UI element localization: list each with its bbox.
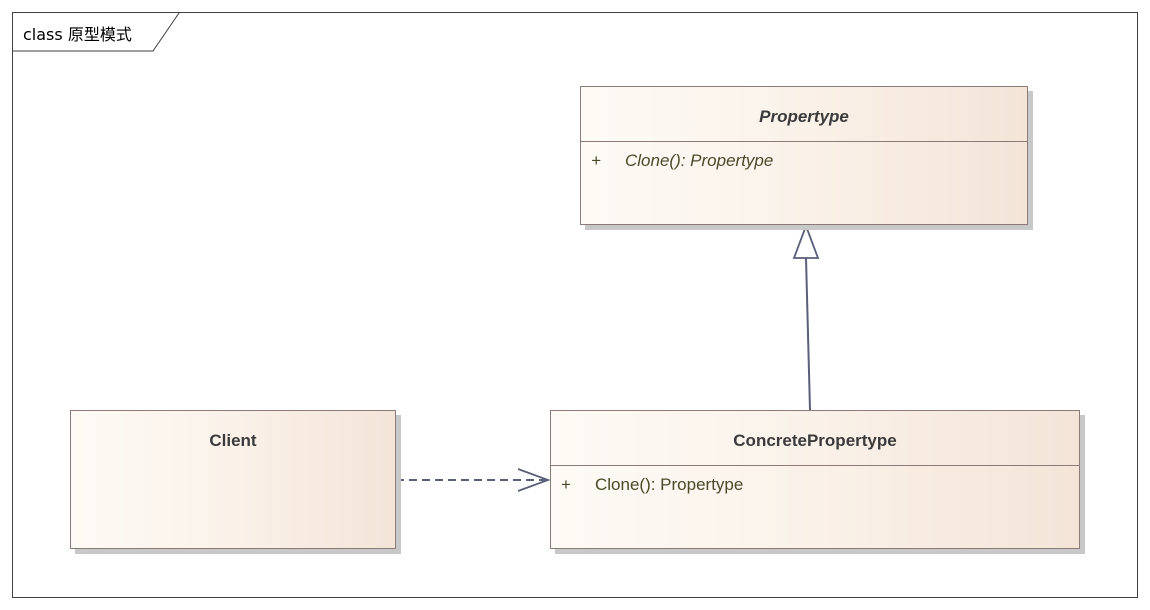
class-propertype[interactable]: Propertype + Clone(): Propertype xyxy=(580,86,1028,225)
operation-visibility: + xyxy=(591,151,601,170)
class-concrete-propertype[interactable]: ConcretePropertype + Clone(): Propertype xyxy=(550,410,1080,549)
generalization-line xyxy=(805,257,811,411)
frame-title: class 原型模式 xyxy=(23,21,132,45)
class-name: Propertype xyxy=(759,107,849,126)
class-name: Client xyxy=(209,431,257,450)
diagram-frame: class 原型模式 xyxy=(12,12,1138,598)
generalization-arrowhead xyxy=(792,223,820,259)
class-divider xyxy=(581,141,1027,142)
class-client[interactable]: Client xyxy=(70,410,396,549)
frame-keyword: class xyxy=(23,25,63,44)
class-divider xyxy=(551,465,1079,466)
frame-name: 原型模式 xyxy=(67,25,132,44)
class-name: ConcretePropertype xyxy=(733,431,897,450)
dependency-arrowhead xyxy=(517,468,551,492)
operation-signature: Clone(): Propertype xyxy=(595,475,744,494)
operation-signature: Clone(): Propertype xyxy=(625,151,774,170)
operation-visibility: + xyxy=(561,475,571,494)
operation: + Clone(): Propertype xyxy=(591,151,773,171)
frame-tab xyxy=(13,13,180,52)
operation: + Clone(): Propertype xyxy=(561,475,743,495)
